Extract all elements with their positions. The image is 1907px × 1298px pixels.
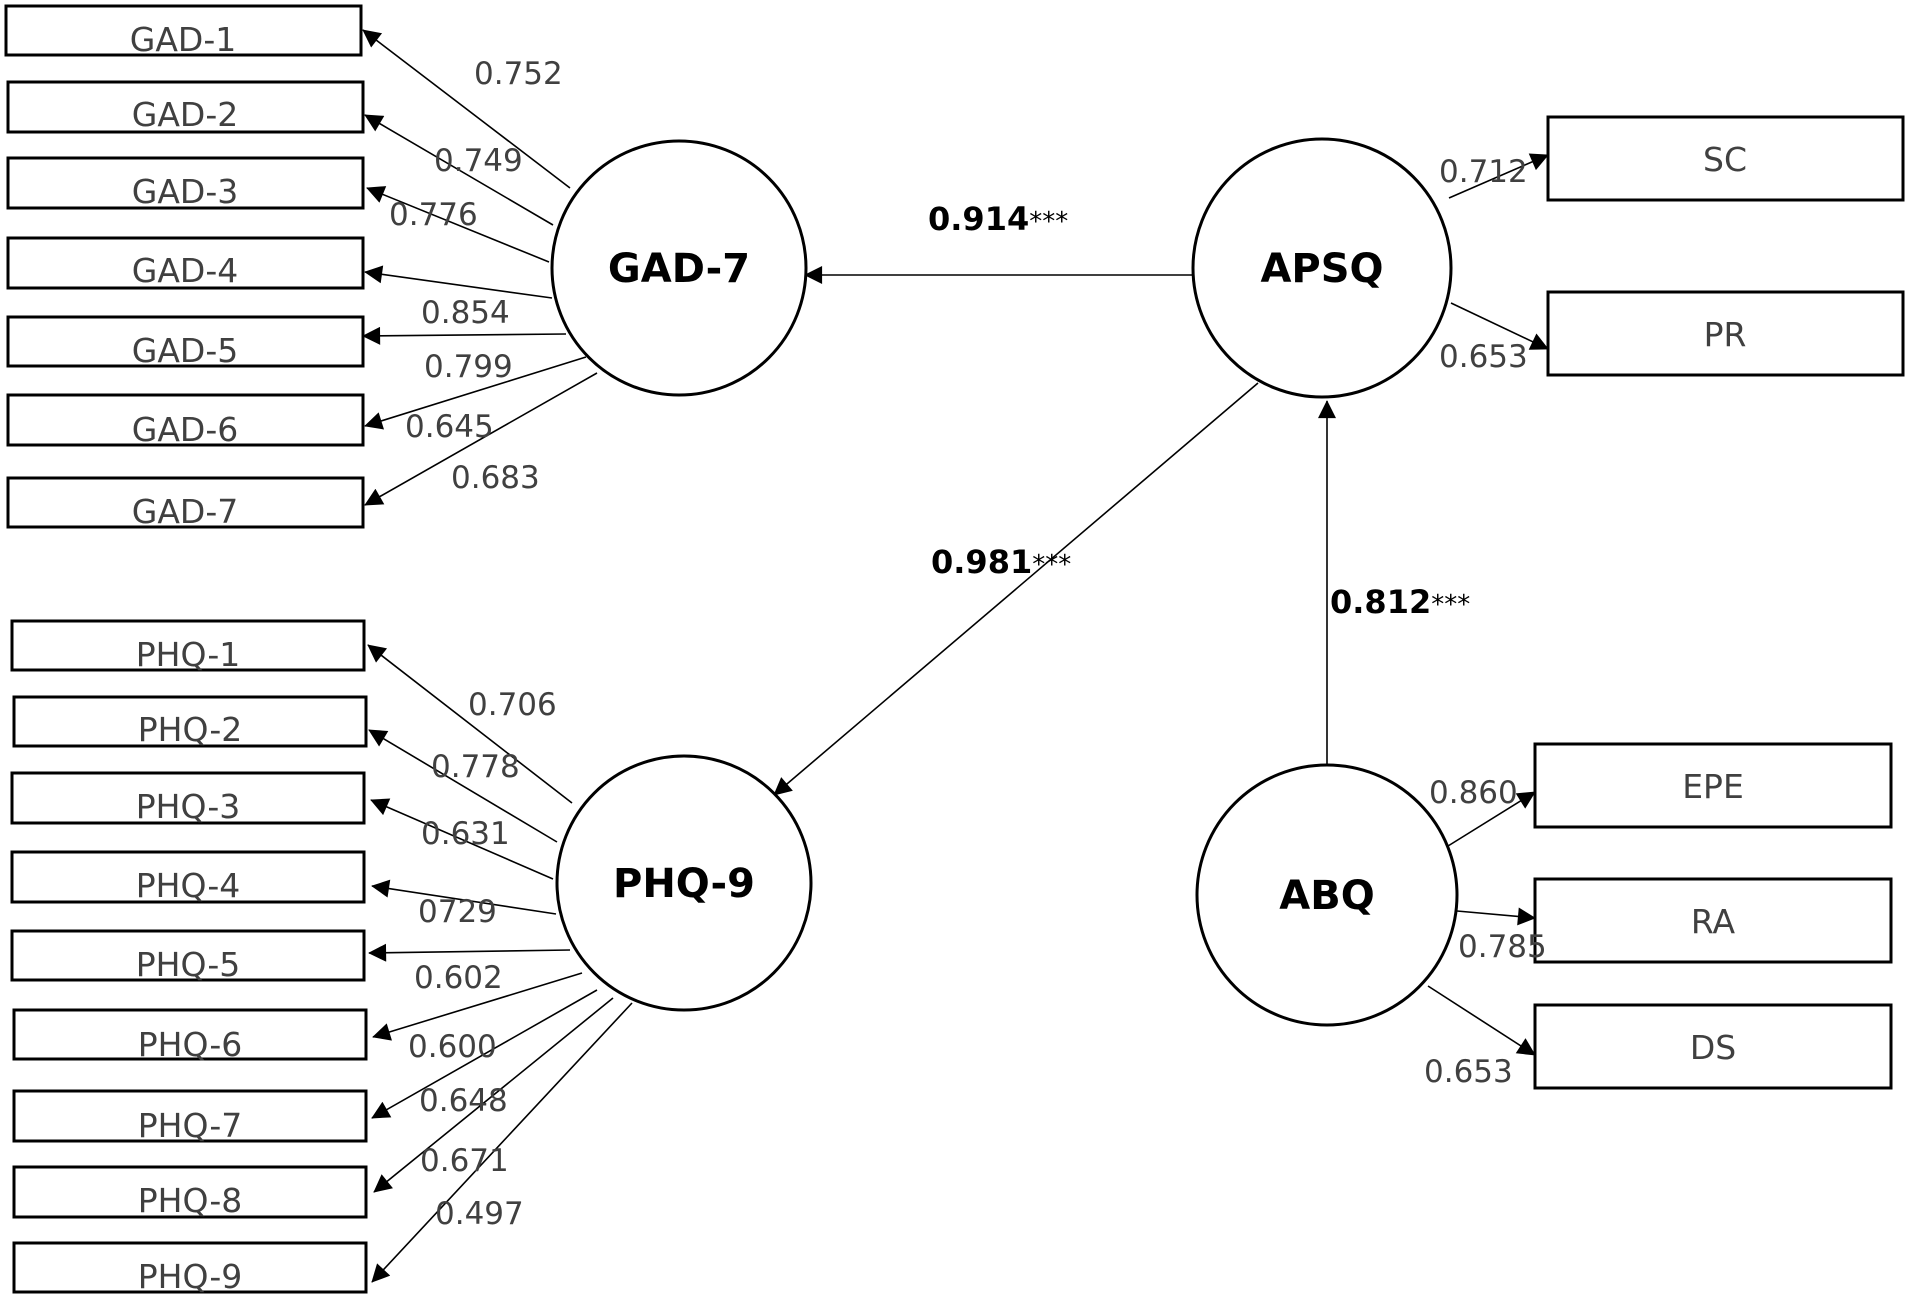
indicator-box-gad-4 (6, 236, 365, 290)
indicator-box-phq-2 (12, 695, 368, 748)
latent-phq9: PHQ-9 (555, 754, 813, 1012)
loading-gad-4: 0.854 (421, 295, 510, 331)
indicator-label-phq-4: PHQ-4 (136, 866, 241, 905)
indicator-box-gad-5 (6, 315, 365, 368)
gad7-loading-arrows (362, 29, 598, 506)
path-coef-abq-apsq-sig: *** (1431, 590, 1470, 620)
loading-gad-5: 0.799 (424, 349, 513, 385)
phq9-loading-arrows (367, 644, 633, 1283)
indicator-label-epe: EPE (1682, 767, 1744, 806)
indicator-box-phq-5 (10, 929, 366, 982)
loading-gad-1: 0.752 (474, 56, 563, 92)
path-apsq-to-phq9 (773, 382, 1259, 796)
loading-epe: 0.860 (1429, 775, 1518, 811)
indicator-label-gad-5: GAD-5 (132, 331, 238, 370)
loading-pr: 0.653 (1439, 339, 1528, 375)
indicator-label-pr: PR (1704, 315, 1747, 354)
latent-apsq: APSQ (1191, 137, 1453, 399)
indicator-box-pr (1546, 290, 1905, 377)
indicator-box-sc (1546, 115, 1905, 202)
loading-ra: 0.785 (1458, 929, 1547, 965)
path-coef-abq-apsq-value: 0.812 (1330, 583, 1431, 621)
abq-loading-labels: 0.860 0.785 0.653 (1424, 775, 1547, 1090)
indicator-label-gad-7: GAD-7 (132, 492, 238, 531)
indicator-box-gad-7 (6, 476, 365, 529)
loading-gad-3: 0.776 (389, 197, 478, 233)
path-coef-apsq-gad7-value: 0.914 (928, 200, 1029, 238)
indicator-box-phq-9 (12, 1241, 368, 1294)
apsq-indicators: SC PR (1546, 115, 1905, 377)
gad7-loading-labels: 0.752 0.749 0.776 0.854 0.799 0.645 0.68… (389, 56, 563, 496)
indicator-box-gad-3 (6, 156, 365, 210)
loading-phq-5: 0.602 (414, 960, 503, 996)
abq-indicators: EPE RA DS (1533, 742, 1893, 1090)
indicator-box-phq-6 (12, 1008, 368, 1061)
indicator-label-gad-6: GAD-6 (132, 410, 238, 449)
indicator-label-phq-9: PHQ-9 (138, 1257, 243, 1296)
gad-indicators: GAD-1 GAD-2 GAD-3 GAD-4 GAD-5 GAD-6 GAD-… (4, 4, 365, 531)
apsq-loading-arrows (1448, 153, 1549, 350)
indicator-box-phq-7 (12, 1089, 368, 1143)
loading-phq-9: 0.497 (435, 1196, 524, 1232)
indicator-box-gad-6 (6, 393, 365, 447)
indicator-label-gad-2: GAD-2 (132, 95, 238, 134)
path-coef-apsq-phq9: 0.981*** (931, 543, 1071, 581)
loading-phq-3: 0.631 (421, 816, 510, 852)
loading-phq-8: 0.671 (420, 1143, 509, 1179)
indicator-label-gad-3: GAD-3 (132, 172, 238, 211)
indicator-label-phq-8: PHQ-8 (138, 1181, 243, 1220)
abq-loading-arrows (1427, 791, 1536, 1056)
indicator-label-phq-5: PHQ-5 (136, 945, 241, 984)
indicator-label-phq-6: PHQ-6 (138, 1025, 243, 1064)
loading-phq-7: 0.648 (419, 1083, 508, 1119)
latent-label-phq9: PHQ-9 (613, 861, 755, 907)
indicator-box-gad-1 (4, 4, 363, 57)
indicator-box-epe (1533, 742, 1893, 829)
loading-phq-4: 0729 (418, 894, 497, 930)
apsq-loading-labels: 0.712 0.653 (1439, 154, 1528, 375)
phq-indicators: PHQ-1 PHQ-2 PHQ-3 PHQ-4 PHQ-5 PHQ-6 PHQ-… (10, 619, 368, 1296)
loading-ds: 0.653 (1424, 1054, 1513, 1090)
latent-label-gad7: GAD-7 (608, 246, 750, 292)
indicator-label-ds: DS (1690, 1028, 1736, 1067)
indicator-label-ra: RA (1691, 902, 1736, 941)
loading-gad-7: 0.683 (451, 460, 540, 496)
loading-phq-6: 0.600 (408, 1029, 497, 1065)
indicator-label-phq-2: PHQ-2 (138, 710, 243, 749)
indicator-box-phq-8 (12, 1165, 368, 1219)
path-coef-apsq-phq9-value: 0.981 (931, 543, 1032, 581)
latent-abq: ABQ (1195, 763, 1459, 1027)
path-coef-apsq-phq9-sig: *** (1032, 550, 1071, 580)
latent-gad7: GAD-7 (550, 139, 808, 397)
indicator-box-gad-2 (6, 80, 365, 134)
indicator-box-phq-4 (10, 850, 366, 904)
indicator-box-phq-3 (10, 771, 366, 825)
indicator-box-phq-1 (10, 619, 366, 672)
loading-gad-6: 0.645 (405, 409, 494, 445)
indicator-label-phq-7: PHQ-7 (138, 1106, 243, 1145)
indicator-label-gad-4: GAD-4 (132, 251, 238, 290)
loading-phq-2: 0.778 (431, 749, 520, 785)
indicator-label-gad-1: GAD-1 (130, 20, 236, 59)
loading-gad-2: 0.749 (434, 143, 523, 179)
path-coef-apsq-gad7: 0.914*** (928, 200, 1068, 238)
indicator-box-ra (1533, 877, 1893, 964)
indicator-label-sc: SC (1703, 140, 1747, 179)
indicator-label-phq-1: PHQ-1 (136, 635, 241, 674)
indicator-box-ds (1533, 1003, 1893, 1090)
path-coef-abq-apsq: 0.812*** (1330, 583, 1470, 621)
indicator-label-phq-3: PHQ-3 (136, 787, 241, 826)
phq9-loading-labels: 0.706 0.778 0.631 0729 0.602 0.600 0.648… (408, 687, 557, 1232)
loading-phq-1: 0.706 (468, 687, 557, 723)
loading-sc: 0.712 (1439, 154, 1528, 190)
path-coef-apsq-gad7-sig: *** (1029, 207, 1068, 237)
latent-label-abq: ABQ (1279, 873, 1374, 919)
latent-label-apsq: APSQ (1260, 246, 1383, 292)
